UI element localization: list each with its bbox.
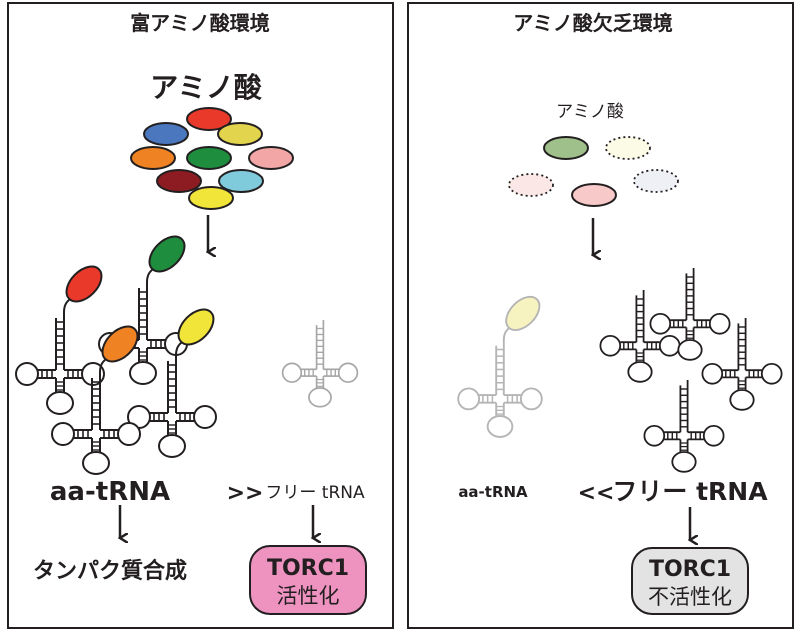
amino-acid-ellipse (188, 186, 234, 210)
right-aa-trna-label: aa-tRNA (458, 483, 528, 501)
amino-acid-ellipse (148, 235, 186, 273)
left-comparison: >> (227, 481, 264, 506)
amino-acid-ellipse (571, 183, 617, 207)
left-panel-title: 富アミノ酸環境 (130, 11, 270, 35)
torc1-inactive-label: TORC1 (649, 557, 731, 582)
right-amino-acid-cluster (508, 136, 679, 207)
trna-icon (599, 290, 681, 383)
amino-acid-ellipse (508, 173, 554, 197)
trna-icon (701, 318, 783, 411)
amino-acid-ellipse (65, 265, 103, 303)
trna-icon (15, 265, 105, 415)
right-trna-group (457, 268, 783, 473)
trna-icon (457, 295, 543, 438)
right-comparison: << (578, 481, 615, 506)
left-amino-acid-cluster (130, 107, 294, 210)
amino-acid-ellipse (177, 308, 215, 346)
trna-icon (98, 235, 188, 385)
torc1-active-label: TORC1 (267, 556, 349, 581)
left-amino-acid-label: アミノ酸 (150, 71, 262, 104)
trna-icon (649, 268, 731, 361)
amino-acid-ellipse (218, 169, 264, 193)
amino-acid-ellipse (505, 295, 541, 331)
trna-icon (281, 320, 359, 408)
amino-acid-ellipse (543, 136, 589, 160)
torc1-inactive-box (631, 547, 749, 615)
amino-acid-ellipse (186, 107, 232, 131)
amino-acid-ellipse (605, 136, 651, 160)
amino-acid-ellipse (156, 169, 202, 193)
right-panel-frame (407, 2, 794, 629)
right-panel-title: アミノ酸欠乏環境 (513, 11, 673, 35)
amino-acid-ellipse (143, 122, 189, 146)
amino-acid-ellipse (130, 146, 176, 170)
right-amino-acid-label: アミノ酸 (556, 102, 624, 122)
protein-synthesis-label: タンパク質合成 (33, 558, 187, 584)
amino-acid-ellipse (248, 146, 294, 170)
trna-icon (127, 308, 217, 458)
trna-icon (51, 325, 141, 475)
trna-icon (643, 380, 725, 473)
amino-acid-ellipse (633, 169, 679, 193)
amino-acid-ellipse (186, 146, 232, 170)
left-panel-frame (7, 2, 394, 629)
torc1-active-box (249, 545, 367, 615)
amino-acid-ellipse (101, 325, 139, 363)
right-free-trna-label: フリー tRNA (612, 477, 768, 506)
torc1-active-state: 活性化 (277, 584, 340, 608)
left-free-trna-label: フリー tRNA (265, 483, 365, 503)
torc1-inactive-state: 不活性化 (648, 585, 732, 609)
left-trna-group (15, 235, 359, 475)
amino-acid-ellipse (217, 122, 263, 146)
left-aa-trna-label: aa-tRNA (50, 477, 170, 507)
